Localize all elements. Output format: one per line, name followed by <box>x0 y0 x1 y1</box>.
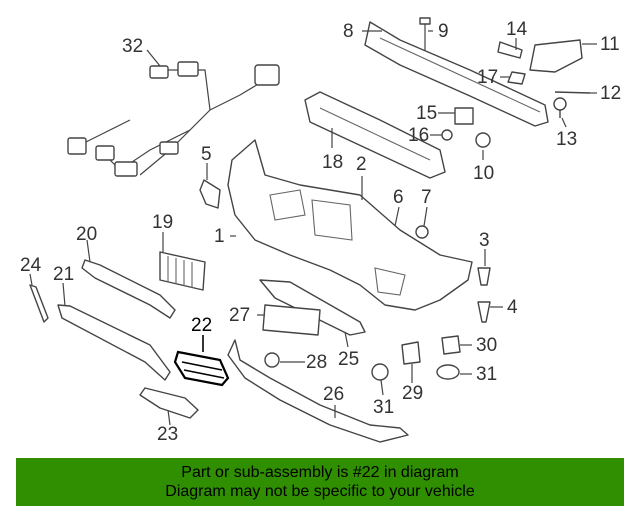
banner-line-1: Part or sub-assembly is #22 in diagram <box>181 464 459 481</box>
trim-strip-part <box>57 304 171 381</box>
energy-absorber-part <box>304 91 446 179</box>
bumper-impact-beam-part <box>364 21 549 127</box>
lower-spoiler-part <box>227 339 409 443</box>
callout-11: 11 <box>600 34 620 55</box>
clip-part-4 <box>477 301 491 323</box>
callout-6: 6 <box>393 187 404 208</box>
info-banner: Part or sub-assembly is #22 in diagram D… <box>16 458 624 506</box>
callout-27: 27 <box>229 305 250 326</box>
callout-19: 19 <box>152 212 173 233</box>
callout-22: 22 <box>191 315 212 336</box>
callout-29: 29 <box>402 383 423 404</box>
callout-9: 9 <box>438 21 449 42</box>
fog-trim-part <box>139 387 199 419</box>
clip-part-3 <box>477 267 491 286</box>
callout-17: 17 <box>477 67 498 88</box>
callout-labels: 32 8 9 14 11 17 12 15 16 13 18 10 2 5 6 … <box>20 19 621 445</box>
lower-deflector-part <box>259 279 366 336</box>
callout-10: 10 <box>473 163 494 184</box>
callout-13: 13 <box>556 129 577 150</box>
mounting-bracket-parts <box>497 39 591 118</box>
callout-30: 30 <box>476 335 497 356</box>
plate-part <box>262 304 321 336</box>
callout-26: 26 <box>323 384 344 405</box>
wiring-harness-part <box>67 61 280 177</box>
fog-cover-part <box>199 179 221 209</box>
callout-28: 28 <box>306 352 327 373</box>
callout-12: 12 <box>600 83 621 104</box>
callout-7: 7 <box>421 187 432 208</box>
sensor-parts <box>371 335 461 381</box>
screw-part <box>264 352 280 368</box>
callout-3: 3 <box>479 230 490 251</box>
callout-14: 14 <box>506 19 528 40</box>
callout-31-right: 31 <box>476 364 497 385</box>
leader-lines <box>29 30 597 426</box>
callout-21: 21 <box>53 264 74 285</box>
callout-16: 16 <box>408 125 429 146</box>
parts-diagram: 32 8 9 14 11 17 12 15 16 13 18 10 2 5 6 … <box>20 17 621 445</box>
bumper-cover-part <box>227 139 473 311</box>
callout-31-lower: 31 <box>373 397 394 418</box>
callout-8: 8 <box>343 21 354 42</box>
callout-20: 20 <box>76 224 97 245</box>
callout-15: 15 <box>416 103 437 124</box>
callout-24: 24 <box>20 255 42 276</box>
highlighted-part-22 <box>173 350 230 387</box>
callout-1: 1 <box>214 226 225 247</box>
callout-5: 5 <box>201 144 212 165</box>
bolt-part <box>419 17 431 50</box>
kidney-grille-part <box>159 251 206 291</box>
banner-line-2: Diagram may not be specific to your vehi… <box>165 483 475 500</box>
callout-32: 32 <box>122 36 143 57</box>
callout-25: 25 <box>338 349 359 370</box>
side-trim-part <box>29 284 49 323</box>
callout-2: 2 <box>356 154 367 175</box>
callout-23: 23 <box>157 424 178 445</box>
callout-4: 4 <box>507 297 518 318</box>
lower-grille-part <box>81 259 176 319</box>
fastener-parts <box>354 107 491 239</box>
callout-18: 18 <box>322 152 343 173</box>
